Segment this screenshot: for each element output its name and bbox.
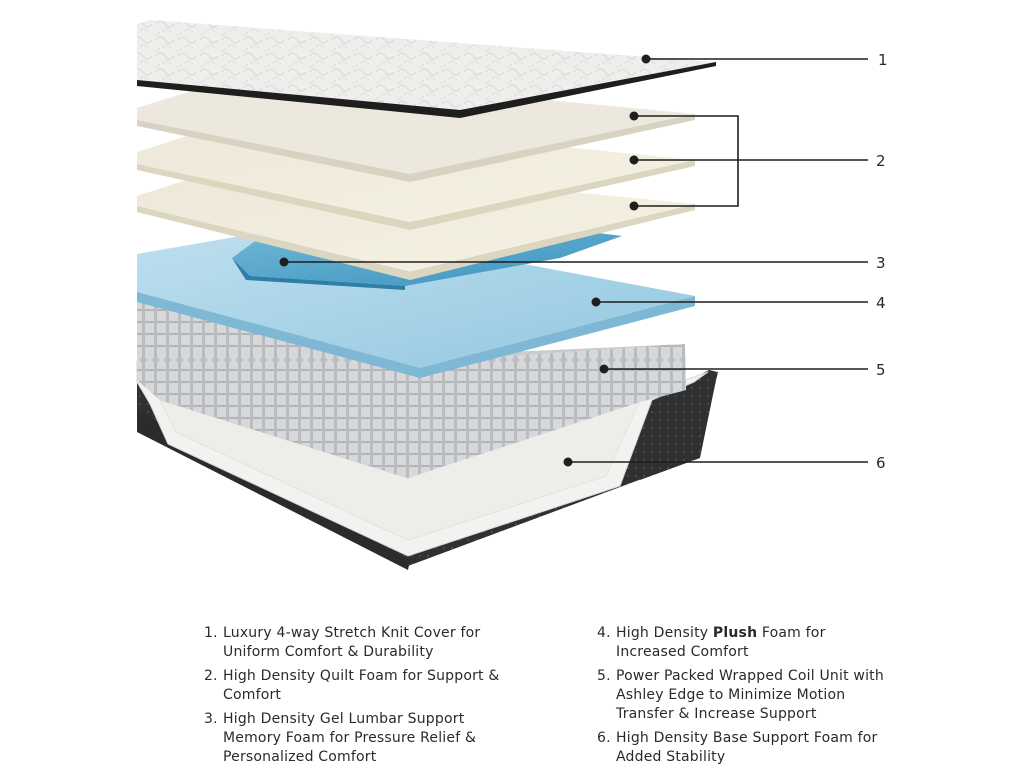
leader-dot [641,54,651,64]
legend-text: Power Packed Wrapped Coil Unit with Ashl… [616,668,884,722]
legend-text: High Density Base Support Foam for Added… [616,730,878,765]
legend-text-pre: High Density [616,625,713,641]
legend-item-4: 4. High Density Plush Foam for Increased… [597,624,897,662]
callout-number-1: 1 [878,51,888,69]
leader-dot [279,257,289,267]
legend-text: Luxury 4-way Stretch Knit Cover for Unif… [223,625,481,660]
legend-item-5: 5. Power Packed Wrapped Coil Unit with A… [597,667,897,724]
leader-dot [599,364,609,374]
leader-dot [629,155,639,165]
legend-text: High Density Gel Lumbar Support Memory F… [223,711,477,765]
callout-number-5: 5 [876,361,886,379]
mattress-layers-diagram: 1 2 3 4 5 6 [136,20,888,570]
legend-number: 2. [204,668,218,684]
legend-number: 1. [204,625,218,641]
legend-number: 5. [597,668,611,684]
callout-dots [279,54,651,467]
legend-text: High Density Quilt Foam for Support & Co… [223,668,500,703]
base-layer [136,360,718,570]
callout-number-4: 4 [876,294,886,312]
leader-dot [563,457,573,467]
callout-number-3: 3 [876,254,886,272]
legend-item-3: 3. High Density Gel Lumbar Support Memor… [204,710,504,767]
callout-leaders [284,58,868,463]
legend-number: 4. [597,625,611,641]
legend-text-bold: Plush [712,625,758,641]
leader-dot [591,297,601,307]
coil-unit-layer [137,294,686,478]
layer-legend: 1. Luxury 4-way Stretch Knit Cover for U… [0,618,1024,768]
legend-number: 6. [597,730,611,746]
leader-dot [629,111,639,121]
legend-text-post: Foam for Increased Comfort [616,625,826,660]
knit-cover-layer [137,20,716,118]
callout-number-2: 2 [876,152,886,170]
legend-column-left: 1. Luxury 4-way Stretch Knit Cover for U… [204,624,504,772]
leader-dot [629,201,639,211]
legend-number: 3. [204,711,218,727]
legend-item-1: 1. Luxury 4-way Stretch Knit Cover for U… [204,624,504,662]
legend-text: High Density Plush Foam for Increased Co… [616,625,826,660]
legend-item-2: 2. High Density Quilt Foam for Support &… [204,667,504,705]
legend-column-right: 4. High Density Plush Foam for Increased… [597,624,897,772]
legend-item-6: 6. High Density Base Support Foam for Ad… [597,729,897,767]
callout-number-6: 6 [876,454,886,472]
